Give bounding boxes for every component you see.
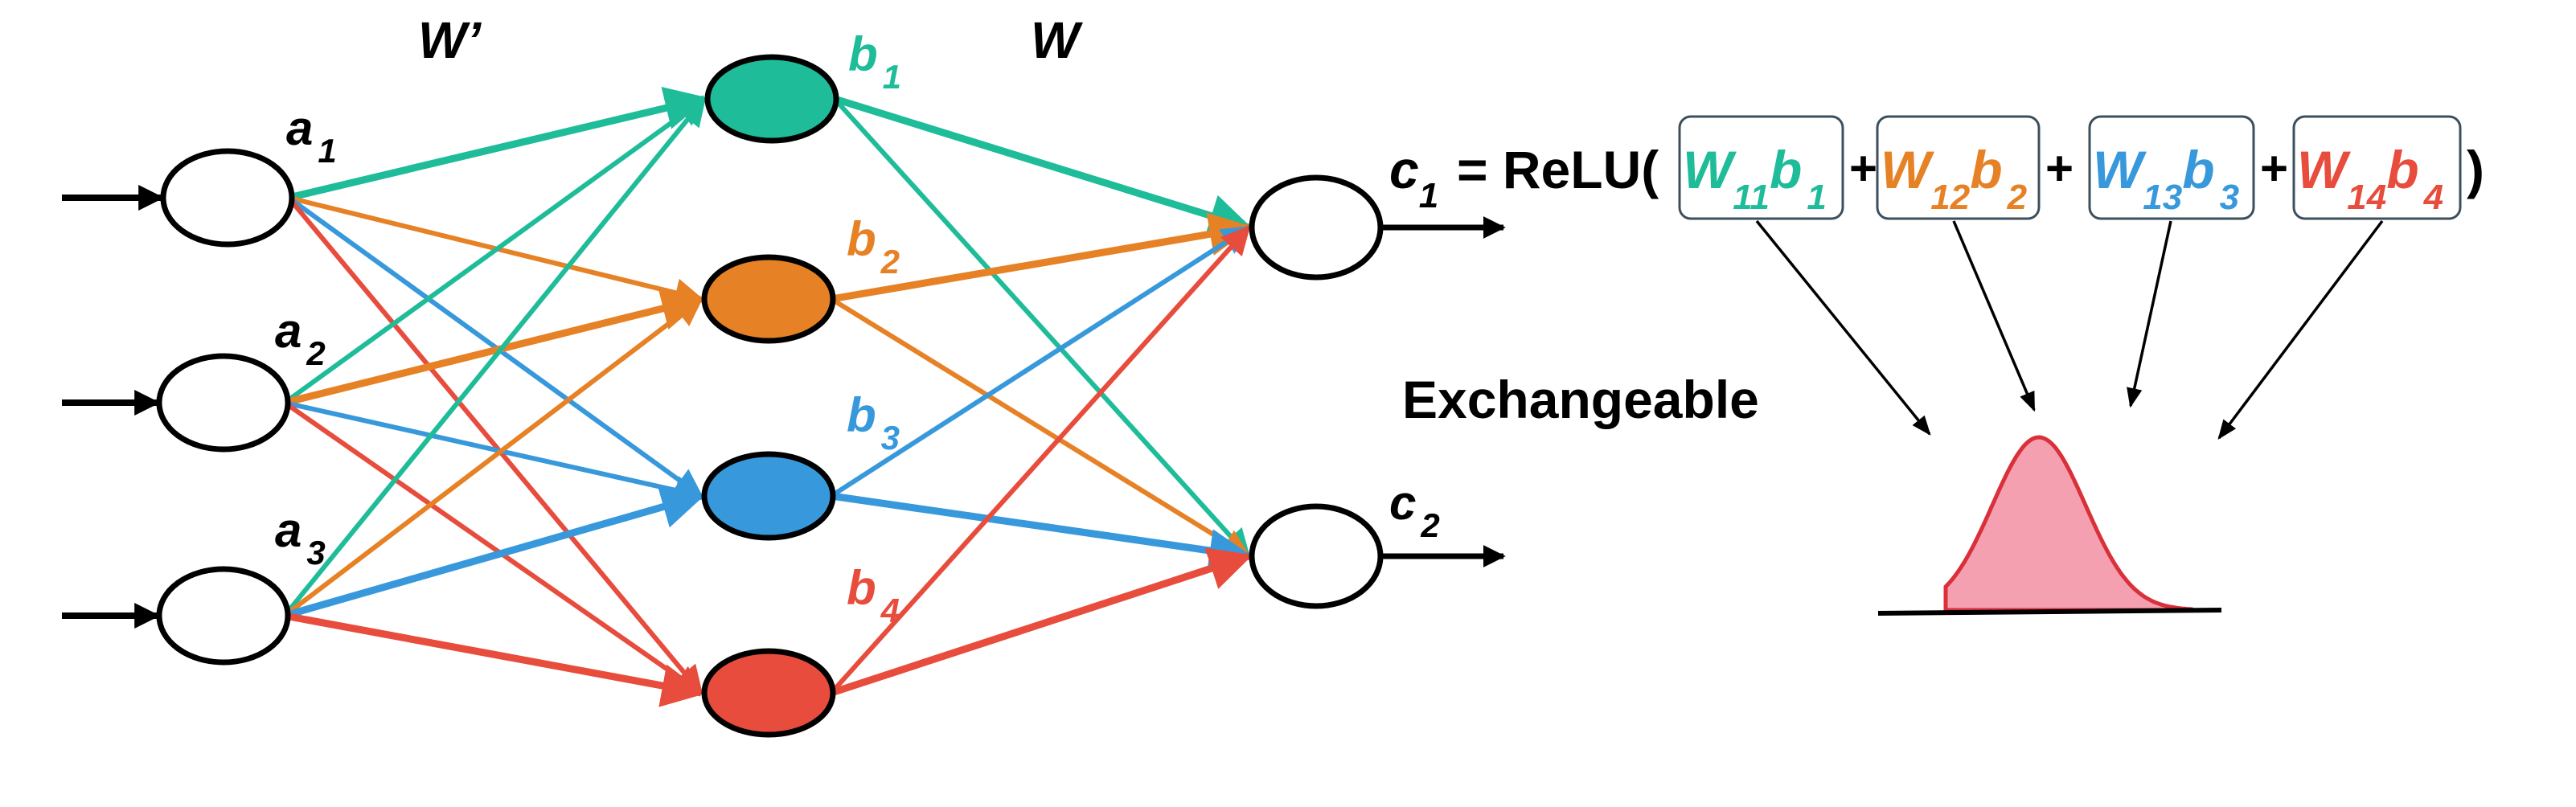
edge-a3-b1	[282, 96, 707, 617]
edge-b4-c1	[829, 225, 1251, 695]
exchangeable-arrows	[1755, 219, 2384, 440]
edge-b2-c1	[831, 212, 1253, 303]
weight-label-w-prime: W’	[418, 11, 482, 69]
input-node-a2	[156, 353, 291, 453]
nodes	[156, 54, 1384, 738]
weight-label-w: W	[1031, 11, 1083, 69]
formula-equals-relu: = ReLU(	[1457, 140, 1659, 199]
exchangeable-arrow-4	[2217, 219, 2384, 440]
plus-sign: +	[2045, 141, 2074, 195]
input-node-a3	[156, 566, 291, 666]
exchangeable-arrow-3	[2127, 220, 2172, 408]
edge-b1-c2	[832, 96, 1251, 559]
edge-a3-b2	[283, 297, 703, 618]
term-box	[2088, 115, 2255, 220]
input-arrows	[62, 185, 1506, 629]
edge-a3-b4	[284, 612, 706, 707]
term-box	[2292, 115, 2462, 220]
input-hidden-edges	[282, 86, 709, 707]
term-box	[1876, 115, 2041, 220]
edge-a2-b3	[284, 400, 704, 505]
gaussian-distribution	[1877, 435, 2222, 616]
output-node-c1	[1249, 174, 1384, 281]
exchangeable-label: Exchangeable	[1402, 370, 1759, 429]
edge-b4-c2	[830, 547, 1253, 697]
edge-a2-b4	[283, 400, 703, 695]
edge-b3-c2	[831, 492, 1253, 572]
hidden-node-b3	[701, 451, 836, 541]
gaussian-baseline	[1877, 608, 2222, 616]
edge-b3-c1	[830, 225, 1252, 498]
formula-close-paren: )	[2467, 140, 2484, 199]
hidden-output-edges	[829, 95, 1253, 697]
plus-sign: +	[2260, 141, 2288, 195]
edge-a3-b3	[283, 485, 706, 620]
edge-b2-c2	[830, 297, 1252, 559]
edge-a1-b1	[287, 86, 709, 202]
gaussian-curve	[1943, 435, 2195, 612]
edge-a2-b2	[283, 287, 706, 407]
plus-sign: +	[1849, 141, 1877, 195]
hidden-node-b4	[701, 648, 836, 738]
formula-lhs: c1	[1389, 140, 1438, 215]
term-box	[1678, 115, 1844, 220]
output-node-c2	[1249, 503, 1384, 609]
hidden-node-b1	[704, 54, 839, 144]
edge-b1-c1	[833, 95, 1253, 237]
edge-a1-b4	[286, 196, 703, 695]
input-node-a1	[160, 148, 295, 248]
exchangeable-arrow-2	[1952, 220, 2036, 412]
edge-a2-b1	[283, 96, 707, 405]
hidden-node-b2	[701, 254, 836, 344]
exchangeable-arrow-1	[1755, 219, 1931, 436]
